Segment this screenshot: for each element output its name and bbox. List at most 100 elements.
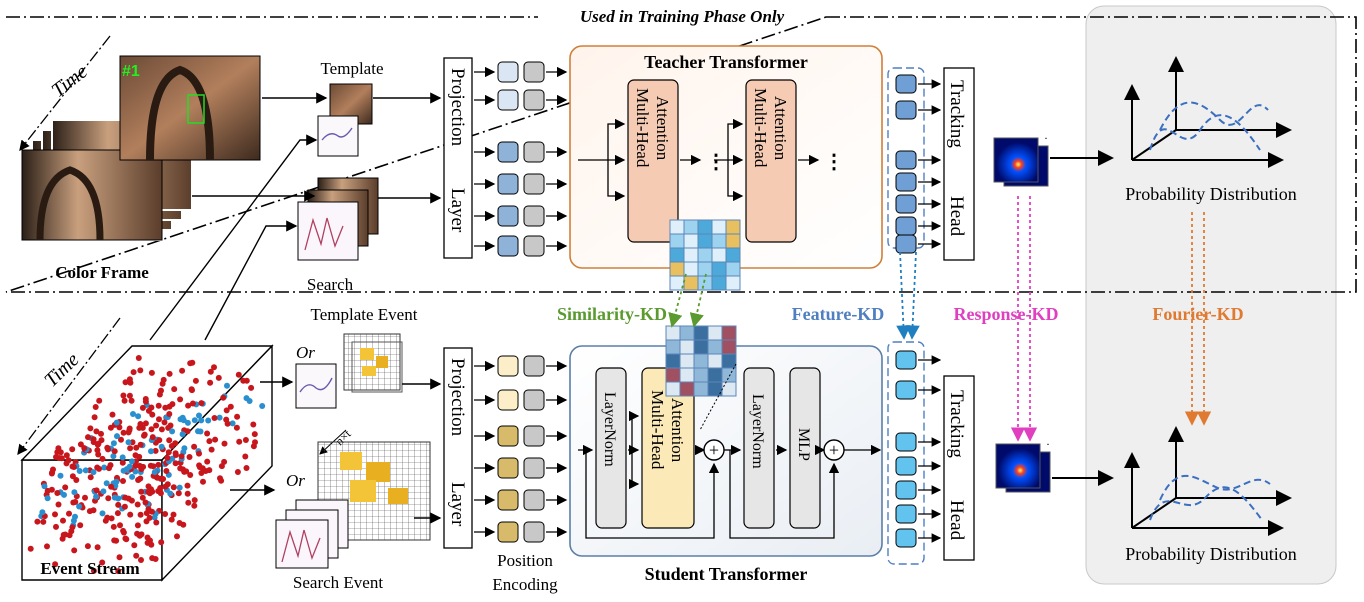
feature-token: [895, 432, 917, 452]
event-dot: [242, 437, 249, 443]
response-kd-arrows: [1010, 196, 1038, 442]
prob-chart-bottom: [1124, 426, 1292, 536]
event-dot: [137, 441, 144, 448]
event-dot: [172, 440, 179, 447]
event-dot: [158, 426, 165, 433]
feature-token: [895, 172, 917, 192]
event-dot: [157, 490, 164, 497]
event-dot: [126, 392, 133, 399]
event-dot: [185, 402, 192, 409]
event-dot: [224, 420, 231, 427]
event-dot: [174, 533, 180, 540]
feature-kd-arrows: [896, 251, 920, 340]
event-dot: [44, 487, 51, 494]
distribution-panel: [1085, 5, 1337, 585]
event-dot: [162, 511, 169, 517]
token-embed: [497, 205, 519, 227]
tracking-head-bottom: [943, 375, 975, 561]
event-dot: [149, 411, 156, 418]
event-dot: [99, 510, 106, 517]
feature-token: [895, 350, 917, 370]
matrix-cell: [693, 339, 709, 355]
event-dot: [199, 465, 206, 472]
event-dot: [177, 416, 184, 423]
or-top: Or: [296, 343, 315, 362]
matrix-cell: [721, 367, 737, 383]
residual-add-1: [703, 439, 725, 461]
student-layernorm-2: [743, 367, 775, 529]
projection-bottom-label: Projection: [447, 358, 468, 437]
event-dot: [98, 437, 105, 444]
event-dot: [115, 568, 122, 575]
matrix-cell: [679, 325, 695, 341]
event-dot: [76, 503, 83, 510]
event-dot: [81, 445, 88, 452]
event-dot: [165, 449, 172, 456]
event-dot: [138, 466, 145, 473]
event-dot: [118, 436, 124, 443]
matrix-cell: [665, 339, 681, 355]
event-dot: [69, 463, 76, 470]
feature-token: [895, 456, 917, 476]
event-dot: [178, 453, 185, 460]
event-dot: [156, 437, 163, 444]
event-dot: [111, 537, 118, 544]
training-banner: Used in Training Phase Only: [580, 7, 785, 26]
event-dot: [82, 494, 88, 501]
feature-kd-label: Feature-KD: [792, 304, 885, 324]
event-dot: [114, 510, 121, 517]
or-bottom: Or: [286, 471, 305, 490]
token-pos: [523, 457, 545, 479]
event-dot: [96, 397, 103, 404]
event-dot: [179, 431, 186, 438]
event-dot: [148, 404, 155, 411]
event-dot: [106, 465, 112, 472]
projection-layer-top: [443, 57, 473, 259]
prob-top-label: Probability Distribution: [1125, 184, 1297, 204]
event-dot: [191, 497, 198, 504]
event-dot: [84, 543, 91, 550]
event-dot: [138, 557, 144, 563]
event-dot: [150, 463, 157, 470]
event-dot: [242, 453, 249, 460]
event-dot: [158, 443, 165, 450]
event-dot: [117, 522, 123, 529]
matrix-cell: [707, 353, 723, 369]
token-embed: [497, 457, 519, 479]
token-embed: [497, 489, 519, 511]
event-dot: [148, 486, 154, 493]
event-dot: [169, 401, 176, 408]
matrix-cell: [697, 219, 713, 235]
event-dot: [227, 403, 234, 410]
event-dot: [208, 446, 215, 453]
token-pos: [523, 89, 545, 111]
teacher-title: Teacher Transformer: [644, 52, 808, 72]
event-dot: [71, 489, 78, 496]
matrix-cell: [707, 339, 723, 355]
event-dot: [200, 478, 206, 485]
fourier-kd-label: Fourier-KD: [1152, 304, 1243, 324]
template-event-label: Template Event: [311, 305, 418, 324]
teacher-mha-1: [627, 79, 679, 243]
event-dot: [188, 386, 195, 393]
matrix-cell: [693, 325, 709, 341]
event-dot: [153, 422, 160, 429]
training-phase-box: [5, 16, 1357, 293]
projection-top-label: Projection: [447, 68, 468, 147]
matrix-cell: [683, 233, 699, 249]
event-dot: [198, 400, 205, 407]
event-dot: [52, 511, 58, 518]
plus-icon-1: +: [709, 440, 719, 460]
event-dot: [163, 468, 170, 474]
event-dot: [85, 434, 91, 441]
prob-bottom-label: Probability Distribution: [1125, 544, 1297, 564]
feature-token: [895, 528, 917, 548]
student-similarity-matrix: [665, 325, 737, 397]
event-dot: [113, 478, 120, 485]
event-dot: [126, 463, 133, 470]
matrix-cell: [693, 381, 709, 397]
teacher-ellipsis-2: ⋮: [824, 151, 844, 173]
event-dot: [133, 552, 140, 559]
event-dot: [130, 369, 137, 376]
event-dot: [39, 509, 46, 516]
